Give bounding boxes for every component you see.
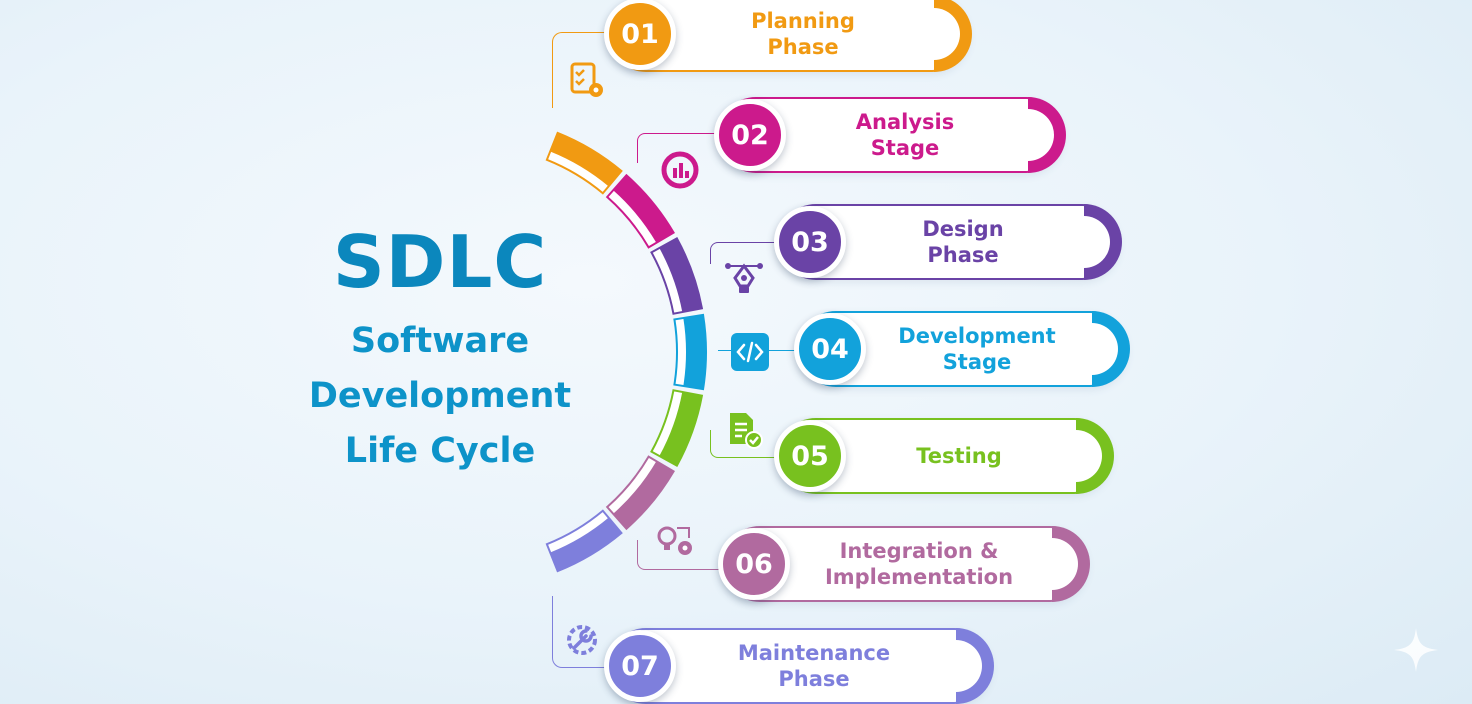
arc-segment-01 [550,132,622,187]
step-cap [956,628,994,704]
step-design: 03 Design Phase [774,204,1122,280]
test-document-icon [724,410,764,450]
step-number: 04 [794,313,866,385]
pen-tool-icon [724,258,764,298]
step-label: Development Stage [898,324,1056,374]
title-line-software: Software [350,321,530,361]
step-integration: 06 Integration & Implementation [718,526,1090,602]
code-icon [730,332,770,372]
maintenance-wrench-icon [562,620,602,660]
step-label: Planning Phase [751,9,855,59]
step-label: Design Phase [922,217,1004,267]
step-number: 03 [774,206,846,278]
step-maintenance: 07 Maintenance Phase [604,628,994,704]
step-number: 07 [604,630,676,702]
arc-segment-05 [659,391,702,466]
arc-segment-03 [659,238,702,313]
step-testing: 05 Testing [774,418,1114,494]
step-planning: 01 Planning Phase [604,0,972,72]
connector-line [552,32,614,108]
step-label: Maintenance Phase [737,641,891,691]
arc-segment-06 [613,461,674,529]
step-number: 05 [774,420,846,492]
checklist-icon [566,60,606,100]
step-label: Analysis Stage [855,110,955,160]
title-block: SDLC Software Development Life Cycle [240,222,640,479]
connector-line [637,540,721,570]
step-number: 06 [718,528,790,600]
connector-line [552,596,614,668]
step-cap [934,0,972,72]
title-line-life-cycle: Life Cycle [344,431,536,471]
step-cap [1092,311,1130,387]
integration-gear-icon [656,520,696,560]
analytics-chart-icon [660,150,700,190]
connector-line [710,242,782,264]
step-analysis: 02 Analysis Stage [714,97,1066,173]
step-development: 04 Development Stage [794,311,1130,387]
arc-segment-02 [613,175,674,243]
step-cap [1028,97,1066,173]
title-acronym: SDLC [332,220,548,304]
connector-line [710,430,782,458]
step-label: Integration & Implementation [824,539,1014,589]
step-number: 01 [604,0,676,70]
arc-segment-07 [550,517,622,572]
arc-segment-04 [683,314,706,390]
step-label: Testing [916,444,1002,468]
sparkle-icon [1394,628,1438,672]
title-line-development: Development [308,376,572,416]
connector-line [637,133,721,163]
step-cap [1052,526,1090,602]
step-number: 02 [714,99,786,171]
step-cap [1076,418,1114,494]
step-cap [1084,204,1122,280]
